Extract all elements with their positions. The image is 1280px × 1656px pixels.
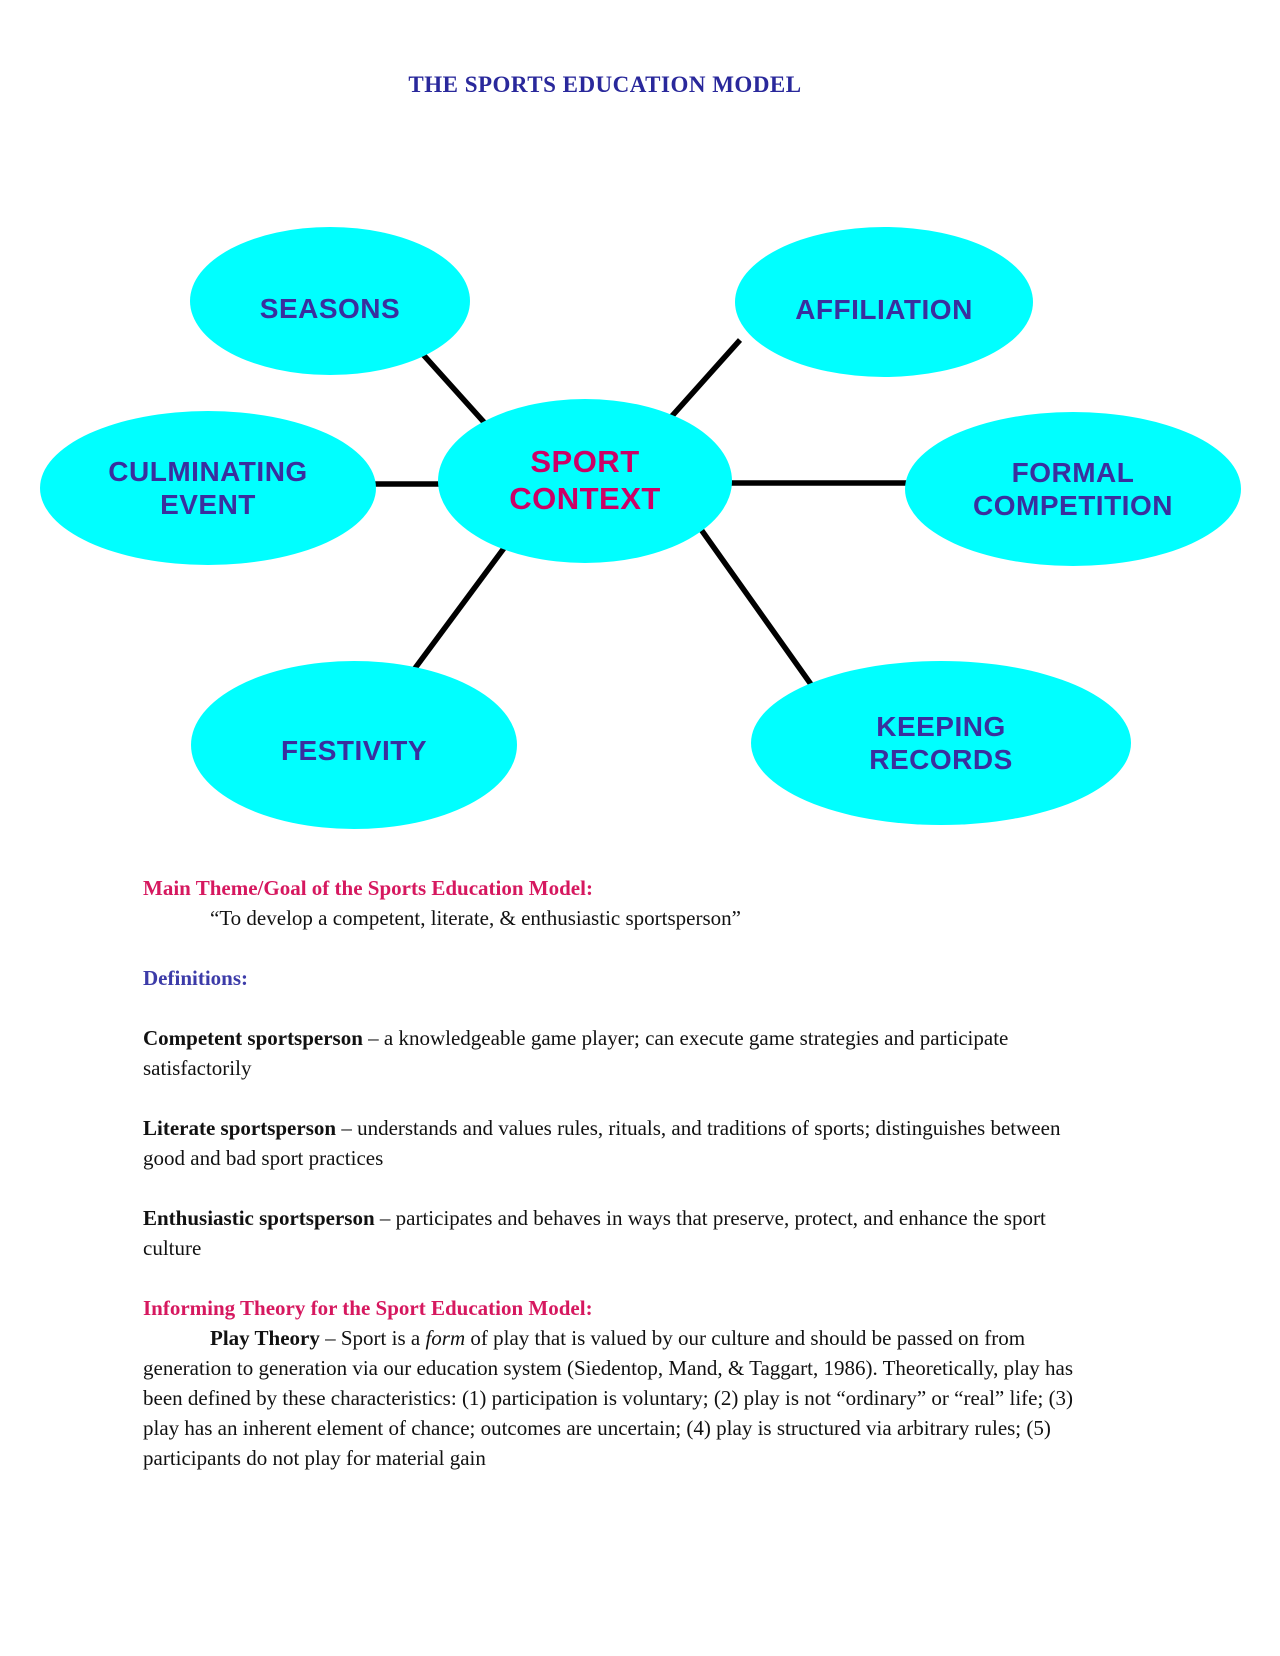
node-keeping-records-label: KEEPING RECORDS xyxy=(869,710,1013,775)
node-affiliation: AFFILIATION xyxy=(735,227,1033,377)
node-formal-competition: FORMAL COMPETITION xyxy=(905,412,1241,566)
play-theory-paragraph: Play Theory – Sport is a form of play th… xyxy=(143,1323,1093,1473)
play-theory-text-1: – Sport is a xyxy=(319,1326,426,1350)
connector-keeping-records xyxy=(697,526,818,692)
play-theory-term: Play Theory xyxy=(210,1326,320,1350)
play-theory-italic-form: form xyxy=(425,1326,466,1350)
page-title: THE SPORTS EDUCATION MODEL xyxy=(408,72,802,97)
body-text: Main Theme/Goal of the Sports Education … xyxy=(143,873,1093,1473)
main-theme-quote: “To develop a competent, literate, & ent… xyxy=(210,906,741,930)
definitions-heading: Definitions: xyxy=(143,966,248,990)
definition-competent-term: Competent sportsperson xyxy=(143,1026,363,1050)
node-festivity: FESTIVITY xyxy=(191,661,517,829)
node-seasons-label: SEASONS xyxy=(259,293,401,325)
node-culminating-event-label: CULMINATING EVENT xyxy=(108,455,308,520)
node-sport-context: SPORT CONTEXT xyxy=(438,399,732,563)
node-affiliation-label: AFFILIATION xyxy=(795,294,973,326)
main-theme-heading: Main Theme/Goal of the Sports Education … xyxy=(143,876,593,900)
informing-theory-heading: Informing Theory for the Sport Education… xyxy=(143,1296,593,1320)
definition-literate-term: Literate sportsperson xyxy=(143,1116,337,1140)
node-keeping-records: KEEPING RECORDS xyxy=(751,661,1131,825)
connector-lines xyxy=(360,338,915,692)
definition-competent: Competent sportsperson – a knowledgeable… xyxy=(143,1023,1093,1083)
node-seasons: SEASONS xyxy=(190,227,470,375)
sport-context-diagram: SEASONS AFFILIATION CULMINATING EVENT FO… xyxy=(40,227,1241,829)
definition-enthusiastic-text: – participates and behaves in ways that … xyxy=(143,1206,1046,1260)
definition-competent-text: – a knowledgeable game player; can execu… xyxy=(143,1026,1009,1080)
definition-enthusiastic: Enthusiastic sportsperson – participates… xyxy=(143,1203,1093,1263)
node-culminating-event: CULMINATING EVENT xyxy=(40,411,376,565)
node-festivity-label: FESTIVITY xyxy=(280,735,428,767)
node-sport-context-label: SPORT CONTEXT xyxy=(509,444,661,516)
play-theory-text-2: of play that is valued by our culture an… xyxy=(143,1326,1074,1470)
definition-enthusiastic-term: Enthusiastic sportsperson xyxy=(143,1206,375,1230)
definition-literate: Literate sportsperson – understands and … xyxy=(143,1113,1093,1173)
connector-festivity xyxy=(407,538,513,677)
node-formal-competition-label: FORMAL COMPETITION xyxy=(973,456,1173,521)
definition-literate-text: – understands and values rules, rituals,… xyxy=(143,1116,1061,1170)
